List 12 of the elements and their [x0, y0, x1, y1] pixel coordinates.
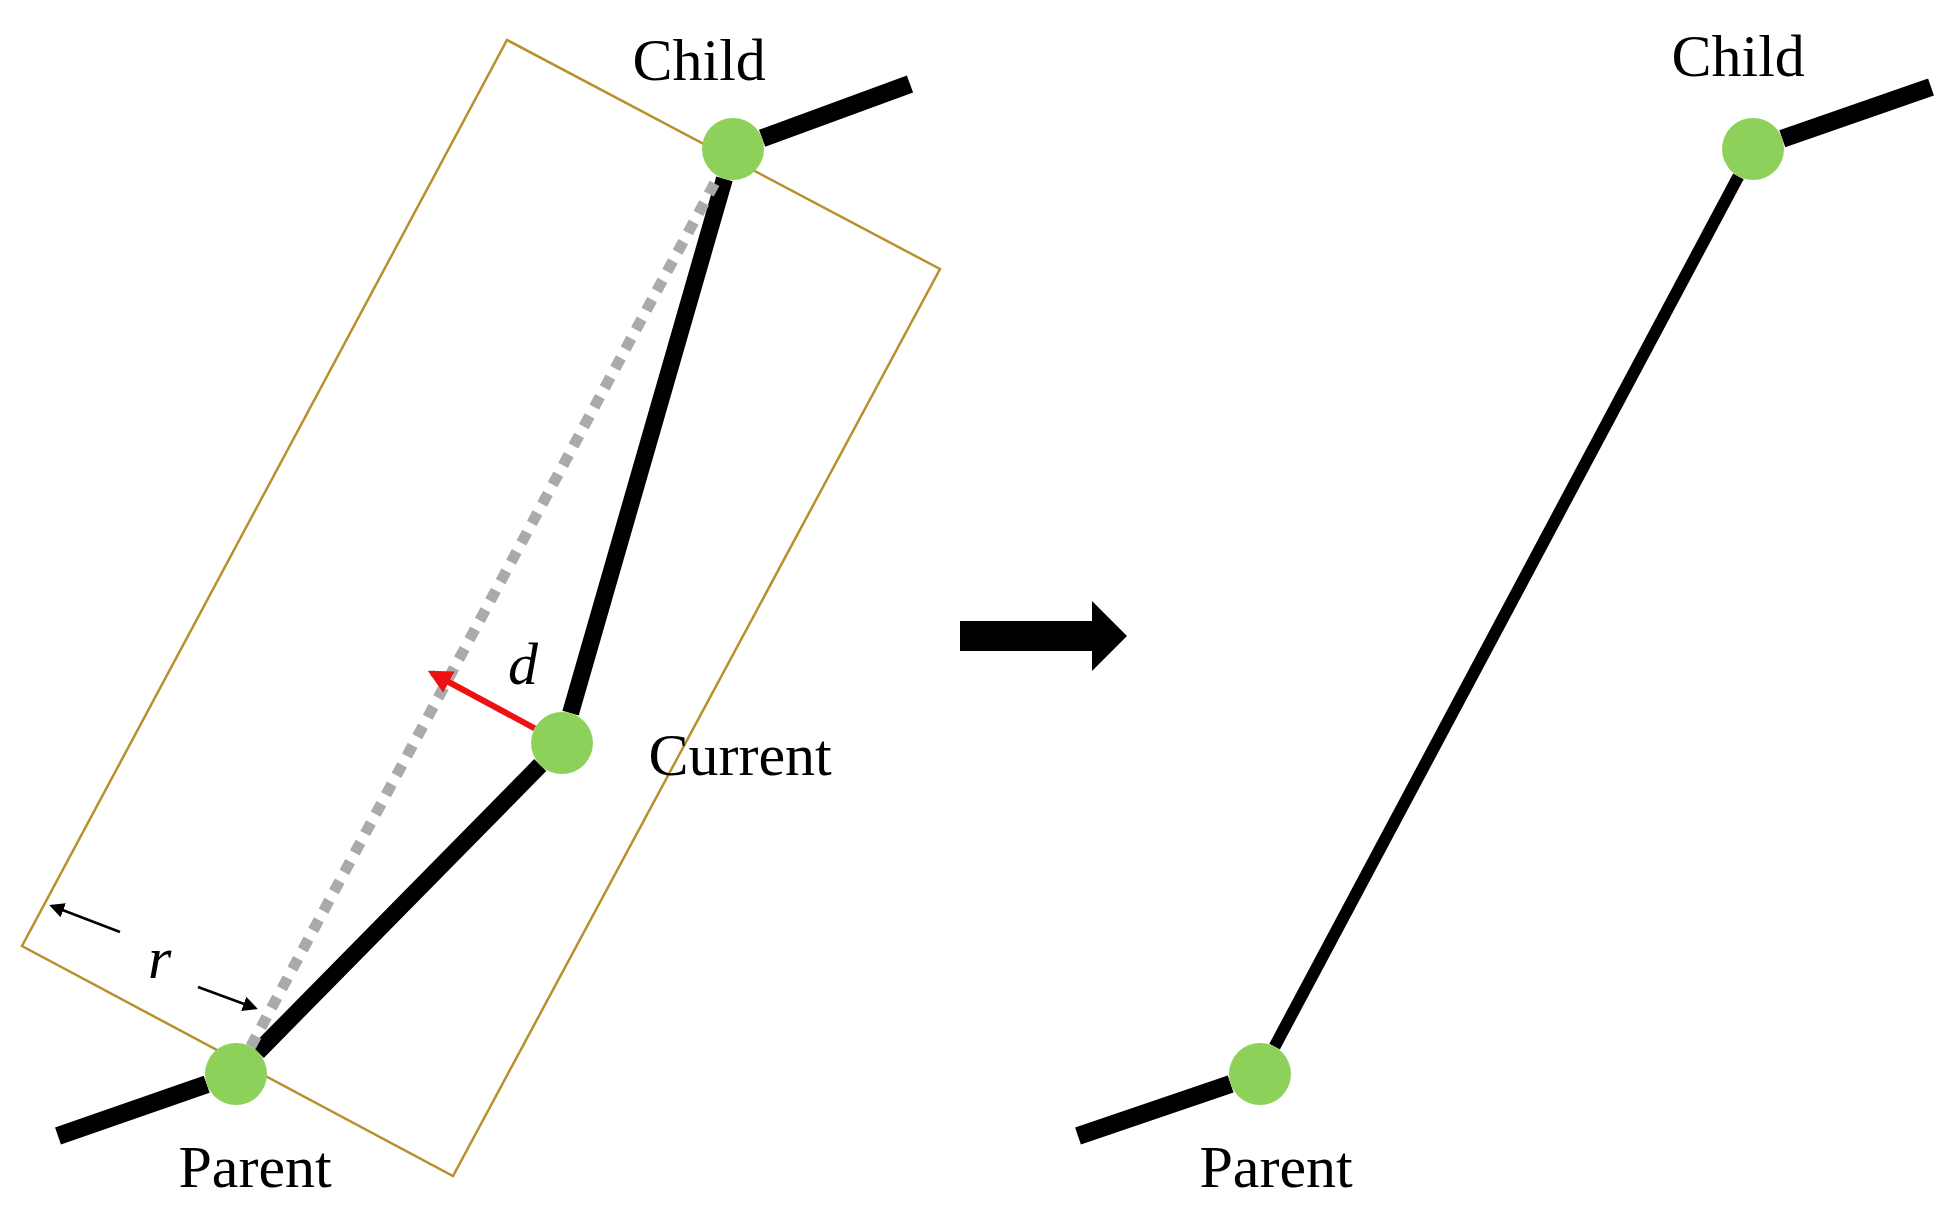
node-label: Child: [1671, 22, 1805, 91]
node-label: Parent: [1199, 1133, 1353, 1202]
node-label: Child: [632, 26, 766, 95]
node-label: Parent: [178, 1133, 332, 1202]
connector-line: [55, 1075, 210, 1145]
connector-line: [759, 75, 914, 147]
connector-line: [562, 176, 733, 716]
connector-line: [1075, 1075, 1234, 1145]
connector-line: [1779, 78, 1934, 148]
connector-line: [1269, 173, 1744, 1050]
dimension-label: r: [148, 924, 172, 993]
arrow: [427, 670, 537, 731]
